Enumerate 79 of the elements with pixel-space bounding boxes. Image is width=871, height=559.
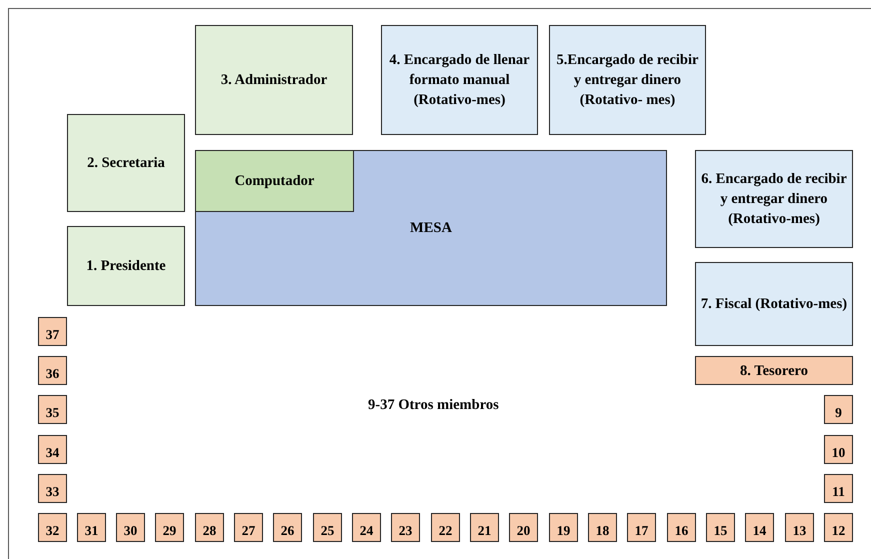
seat-number: 23 <box>398 522 412 540</box>
seat-box <box>38 395 67 424</box>
seat-box <box>588 513 617 542</box>
seat-number: 11 <box>832 482 845 500</box>
seat-number: 32 <box>46 522 60 540</box>
role-label: 8. Tesorero <box>739 362 809 380</box>
seat-number: 36 <box>46 364 60 382</box>
seat-number: 16 <box>674 522 688 540</box>
seat-number: 29 <box>162 522 176 540</box>
seat-box <box>706 513 735 542</box>
seat-number: 33 <box>46 482 60 500</box>
role-label: 7. Fiscal (Rotativo-mes) <box>700 295 848 314</box>
seat-box <box>381 25 538 135</box>
seat-box <box>431 513 460 542</box>
seat-box <box>509 513 538 542</box>
seat-number: 26 <box>280 522 294 540</box>
computer-box <box>196 151 354 212</box>
seat-box <box>38 317 67 346</box>
seat-box <box>824 513 853 542</box>
role-label: 4. Encargado de llenar formato manual (Rotativo-mes) <box>388 51 531 110</box>
seat-box <box>116 513 145 542</box>
seat-box <box>627 513 656 542</box>
seat-number: 14 <box>752 522 766 540</box>
seat-box <box>77 513 106 542</box>
role-label: Computador <box>234 172 316 191</box>
seat-box <box>667 513 696 542</box>
seat-number: 13 <box>792 522 806 540</box>
role-label: 5.Encargado de recibir y entregar dinero (Rotativo- mes) <box>556 51 700 110</box>
seat-number: 15 <box>714 522 728 540</box>
seat-number: 17 <box>634 522 648 540</box>
seat-box <box>195 25 353 135</box>
seat-box <box>549 513 578 542</box>
seat-number: 25 <box>320 522 334 540</box>
seat-box <box>313 513 342 542</box>
seat-box <box>273 513 302 542</box>
seat-number: 21 <box>478 522 492 540</box>
seat-box <box>234 513 263 542</box>
role-label: MESA <box>409 219 453 238</box>
seat-number: 12 <box>832 522 846 540</box>
seat-box <box>38 435 67 464</box>
seat-number: 37 <box>46 326 60 344</box>
seat-box <box>785 513 814 542</box>
seat-number: 22 <box>438 522 452 540</box>
seat-number: 9 <box>835 404 842 422</box>
role-label: 2. Secretaria <box>86 154 166 173</box>
seat-box <box>824 474 853 503</box>
seat-box <box>38 356 67 385</box>
seat-number: 35 <box>46 404 60 422</box>
seat-box <box>391 513 420 542</box>
seat-box <box>352 513 381 542</box>
seat-number: 18 <box>596 522 610 540</box>
table-box <box>195 150 667 306</box>
seat-box <box>824 395 853 424</box>
seat-number: 27 <box>242 522 256 540</box>
seat-box <box>38 513 67 542</box>
seat-number: 10 <box>832 444 846 462</box>
seat-box <box>470 513 499 542</box>
seat-number: 34 <box>46 444 60 462</box>
seat-number: 28 <box>202 522 216 540</box>
seat-box <box>824 435 853 464</box>
seat-box <box>549 25 706 135</box>
seat-box <box>695 356 853 385</box>
seat-number: 24 <box>360 522 374 540</box>
seat-number: 19 <box>556 522 570 540</box>
seat-box <box>745 513 774 542</box>
seat-box <box>38 474 67 503</box>
seat-box <box>195 513 224 542</box>
seat-box <box>695 262 853 346</box>
seat-box <box>67 114 185 212</box>
seat-box <box>695 150 853 248</box>
role-label: 3. Administrador <box>220 71 328 90</box>
seat-box <box>155 513 184 542</box>
seat-number: 31 <box>84 522 98 540</box>
seat-number: 20 <box>516 522 530 540</box>
role-label: 1. Presidente <box>85 257 167 276</box>
seat-number: 30 <box>124 522 138 540</box>
area-label: 9-37 Otros miembros <box>368 397 499 414</box>
seat-box <box>67 226 185 306</box>
role-label: 6. Encargado de recibir y entregar dinero (Rotativo-mes) <box>700 170 848 229</box>
